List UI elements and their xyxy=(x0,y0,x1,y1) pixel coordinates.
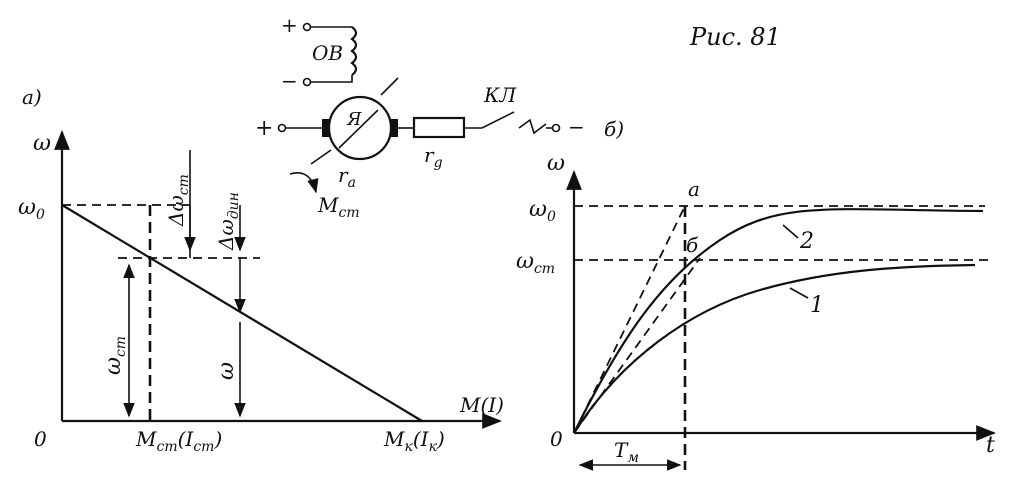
figure-caption: Рис. 81 xyxy=(689,23,781,51)
point-b-label: б xyxy=(686,233,699,257)
curve1-leader xyxy=(789,287,809,299)
armature-resistance-label: ra xyxy=(338,163,356,191)
speed-curve-2 xyxy=(573,208,984,434)
panel-b-origin: 0 xyxy=(550,427,563,451)
contactor-label: КЛ xyxy=(483,83,517,107)
armature-plus-sign: + xyxy=(255,116,273,141)
static-torque-arrow xyxy=(289,172,319,194)
contactor-arc-mark xyxy=(518,118,547,135)
static-torque-label: Mст xyxy=(317,193,360,221)
m-k-label: Mк(Iк) xyxy=(383,427,445,455)
added-resistor xyxy=(412,116,466,139)
circuit-diagram: + − ОВ + Я ra rg КЛ − Mст xyxy=(255,13,585,221)
tm-label: Tм xyxy=(614,438,639,466)
panel-a-x-axis-label: M(I) xyxy=(459,393,504,417)
delta-omega-dyn-label: Δωдин xyxy=(214,192,242,251)
armature-brush-right xyxy=(391,119,398,137)
panel-b-y-axis-label: ω xyxy=(547,151,565,176)
field-winding-coil xyxy=(350,26,358,76)
added-resistance-label: rg xyxy=(424,143,443,171)
curve-2-label: 2 xyxy=(799,229,814,254)
field-minus-sign: − xyxy=(281,69,298,93)
omega0-label-b: ω0 xyxy=(529,197,556,225)
panel-a-speed-torque: а) ω M(I) 0 ω0 Δωст Δωдин ωст ω Mст(Iст)… xyxy=(18,85,504,455)
panel-b-x-axis-label: t xyxy=(986,433,995,458)
tangent-to-point-a xyxy=(573,205,686,434)
field-minus-terminal xyxy=(302,77,312,87)
panel-a-origin: 0 xyxy=(34,427,47,451)
armature-label: Я xyxy=(346,109,362,130)
omega-label-a: ω xyxy=(214,362,239,380)
field-bottom-wire xyxy=(311,75,353,83)
omega-st-label-a: ωст xyxy=(101,336,129,375)
panel-a-y-axis-label: ω xyxy=(33,131,51,156)
panel-a-label: а) xyxy=(22,85,42,109)
armature-rotation-mark xyxy=(380,77,399,96)
field-winding-label: ОВ xyxy=(312,41,343,65)
m-st-label: Mст(Iст) xyxy=(135,427,222,455)
torque-tick-line xyxy=(310,149,332,165)
curve2-leader xyxy=(782,224,799,239)
armature-plus-terminal xyxy=(277,123,287,133)
omega0-label-a: ω0 xyxy=(18,195,45,223)
delta-omega-st-label: Δωст xyxy=(164,174,192,227)
armature-minus-sign: − xyxy=(568,115,585,139)
field-plus-terminal xyxy=(302,22,312,32)
speed-curve-1 xyxy=(573,263,976,434)
field-plus-sign: + xyxy=(281,13,298,37)
armature-brush-left xyxy=(322,119,329,137)
mechanical-characteristic-line xyxy=(61,204,423,422)
point-a-label: а xyxy=(688,177,700,201)
panel-b-speed-time: б) ω t 0 ω0 ωст а б 2 1 Tм xyxy=(516,117,996,471)
omega-st-label-b: ωст xyxy=(516,249,555,277)
panel-b-label: б) xyxy=(604,117,624,141)
armature-minus-terminal xyxy=(551,123,561,133)
contactor-switch xyxy=(464,111,515,129)
curve-1-label: 1 xyxy=(810,293,824,318)
armature-inner-line xyxy=(338,109,379,149)
